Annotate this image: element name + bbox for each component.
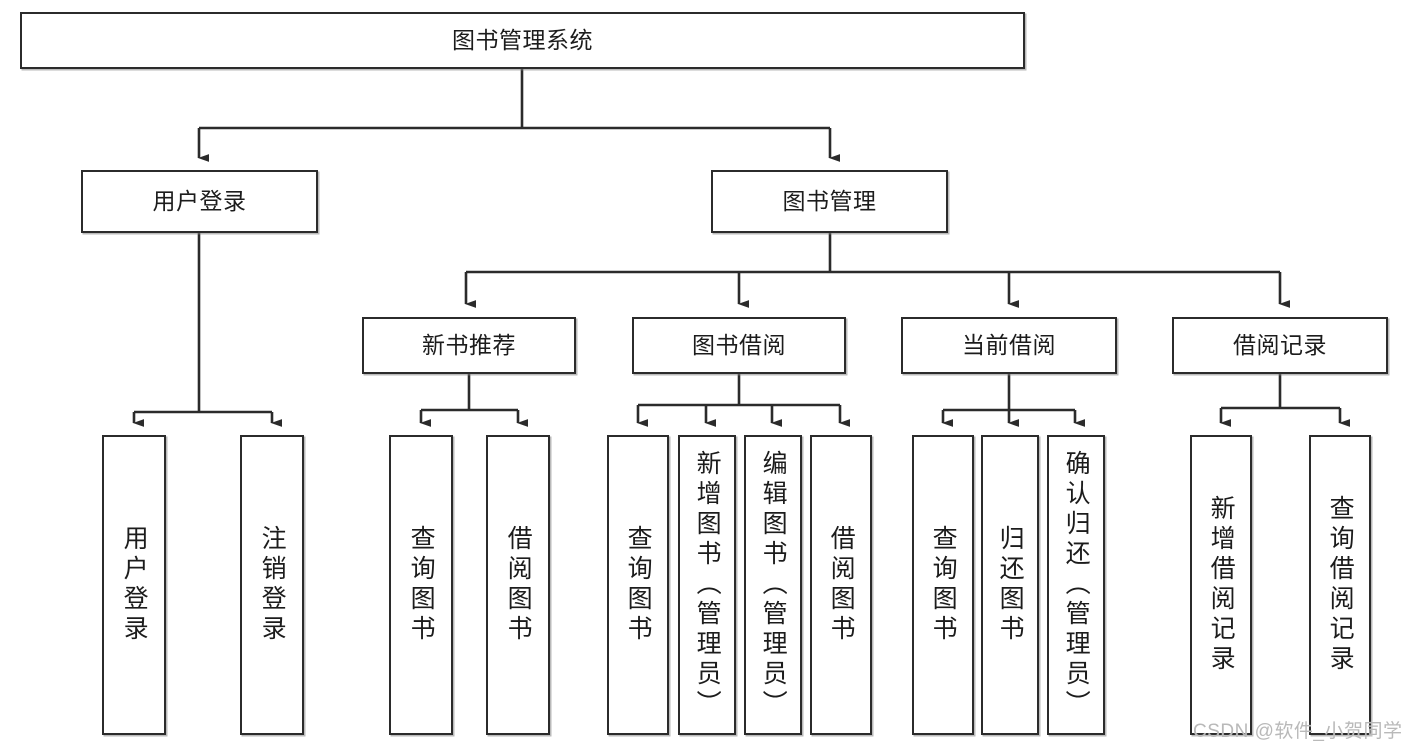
leaf-query-book-borrow[interactable]: 查询图书	[607, 435, 669, 735]
node-label: 注销登录	[258, 525, 287, 645]
node-current-borrow[interactable]: 当前借阅	[901, 317, 1117, 374]
leaf-query-book-current[interactable]: 查询图书	[912, 435, 974, 735]
node-label: 图书借阅	[692, 331, 786, 358]
leaf-query-borrow-record[interactable]: 查询借阅记录	[1309, 435, 1371, 735]
node-label: 查询借阅记录	[1326, 495, 1355, 675]
leaf-confirm-return-admin[interactable]: 确认归还（管理员）	[1047, 435, 1105, 735]
node-label: 用户登录	[120, 525, 149, 645]
leaf-user-login[interactable]: 用户登录	[102, 435, 166, 735]
node-new-book-recommend[interactable]: 新书推荐	[362, 317, 576, 374]
node-label: 确认归还（管理员）	[1062, 450, 1091, 720]
node-label: 归还图书	[996, 525, 1025, 645]
node-book-management[interactable]: 图书管理	[711, 170, 948, 233]
node-book-borrow[interactable]: 图书借阅	[632, 317, 846, 374]
leaf-add-borrow-record[interactable]: 新增借阅记录	[1190, 435, 1252, 735]
leaf-return-book[interactable]: 归还图书	[981, 435, 1039, 735]
node-label: 当前借阅	[962, 331, 1056, 358]
node-label: 查询图书	[407, 525, 436, 645]
node-label: 新书推荐	[422, 331, 516, 358]
node-label: 新增借阅记录	[1207, 495, 1236, 675]
node-label: 图书管理	[782, 187, 877, 214]
node-root-system[interactable]: 图书管理系统	[20, 12, 1025, 69]
csdn-watermark: CSDN @软件_小贺同学	[1193, 721, 1403, 742]
node-label: 用户登录	[152, 187, 247, 214]
leaf-borrow-book[interactable]: 借阅图书	[810, 435, 872, 735]
node-label: 借阅图书	[827, 525, 856, 645]
node-label: 编辑图书（管理员）	[759, 450, 788, 720]
node-borrow-record[interactable]: 借阅记录	[1172, 317, 1388, 374]
node-label: 图书管理系统	[452, 26, 593, 53]
leaf-add-book-admin[interactable]: 新增图书（管理员）	[678, 435, 736, 735]
node-label: 借阅图书	[504, 525, 533, 645]
node-label: 查询图书	[929, 525, 958, 645]
leaf-query-book-recommend[interactable]: 查询图书	[389, 435, 453, 735]
node-user-login[interactable]: 用户登录	[81, 170, 318, 233]
node-label: 查询图书	[624, 525, 653, 645]
node-label: 借阅记录	[1233, 331, 1327, 358]
leaf-edit-book-admin[interactable]: 编辑图书（管理员）	[744, 435, 802, 735]
leaf-logout[interactable]: 注销登录	[240, 435, 304, 735]
leaf-borrow-book-recommend[interactable]: 借阅图书	[486, 435, 550, 735]
node-label: 新增图书（管理员）	[693, 450, 722, 720]
